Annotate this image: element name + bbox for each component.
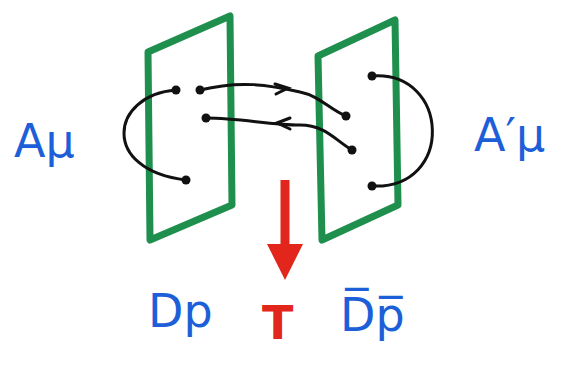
anti-d-brane <box>318 20 398 240</box>
open-strings <box>124 76 432 186</box>
antibrane-label: D̅p̅ <box>340 292 405 338</box>
tachyon-label: T <box>262 300 293 346</box>
gauge-field-label: Aμ <box>14 118 75 164</box>
gauge-field-label: A′μ <box>474 112 545 158</box>
d-brane <box>148 16 232 240</box>
string <box>206 118 352 150</box>
brane-label: Dp <box>148 288 213 334</box>
brane-sheets <box>148 16 398 240</box>
string-ends <box>172 72 377 191</box>
string-arrow <box>275 84 288 94</box>
string-loop <box>372 76 432 186</box>
tachyon-arrow <box>281 180 290 262</box>
string-arrow <box>277 118 290 129</box>
string-loop <box>124 90 186 180</box>
string <box>200 84 346 116</box>
